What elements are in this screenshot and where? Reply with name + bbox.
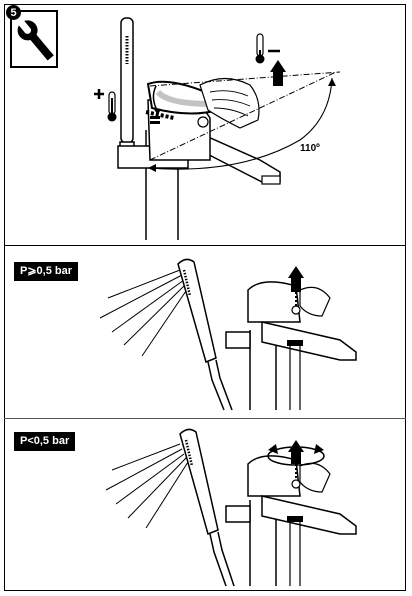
rotate-arrows-icon [267, 440, 325, 480]
hand-shower-icon [177, 258, 233, 411]
lever-up-arrow-icon [270, 60, 286, 86]
tap-icon [225, 281, 357, 410]
pressure-high-label: P⩾0,5 bar [14, 262, 79, 281]
spray-icon [99, 269, 189, 357]
thermometer-hot-icon [94, 89, 117, 122]
tap-icon [225, 455, 357, 586]
wrench-tool-box [10, 10, 58, 68]
pull-up-arrow-icon [288, 266, 304, 306]
panel-divider-1 [4, 245, 406, 246]
pressure-low-label: P<0,5 bar [14, 432, 76, 451]
step-number-badge: 5 [6, 5, 21, 20]
outer-frame [4, 4, 406, 591]
rotation-angle-label: 110º [300, 143, 320, 154]
wrench-icon [17, 18, 54, 61]
hand-shower-icon [179, 428, 235, 587]
panel-divider-2 [4, 418, 406, 419]
thermometer-cold-icon [255, 33, 280, 64]
spray-icon [105, 443, 189, 529]
